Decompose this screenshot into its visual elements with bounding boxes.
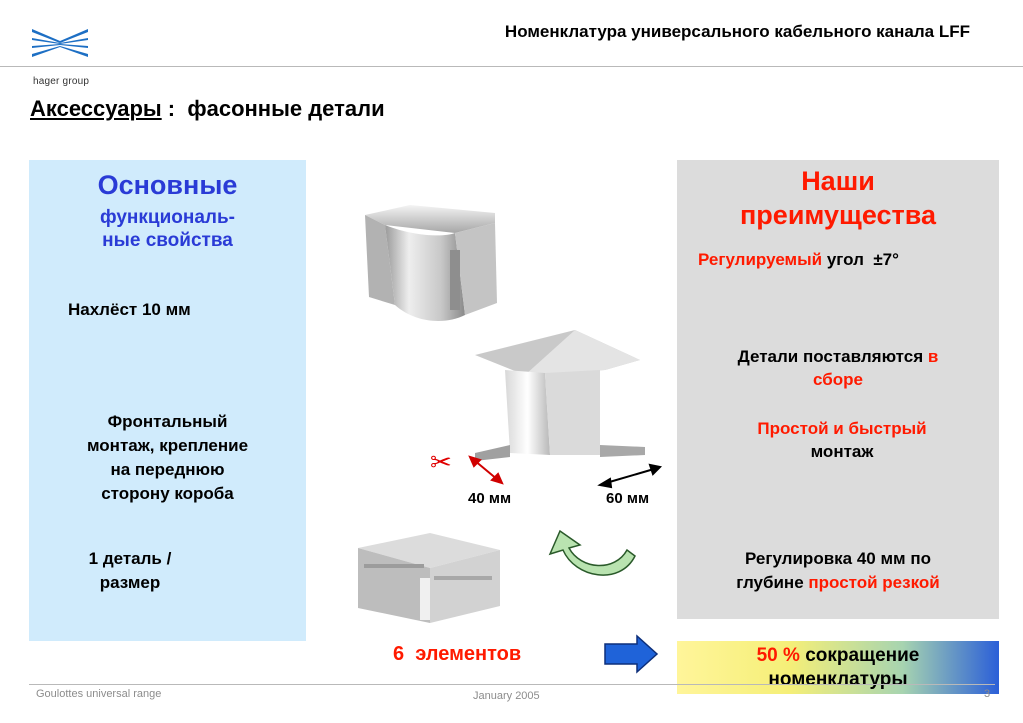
- elements-count-label: 6 элементов: [393, 643, 521, 666]
- header-divider: [0, 66, 1023, 67]
- feature-overlap: Нахлёст 10 мм: [68, 300, 191, 319]
- advantage-assembled: Детали поставляются в сборе: [677, 345, 999, 391]
- advantage-depth-adjust-red: простой резкой: [808, 573, 940, 592]
- features-heading-line1: Основные: [97, 170, 238, 200]
- advantage-assembled-text: Детали поставляются: [737, 347, 928, 366]
- advantage-assembled-red1: в: [927, 347, 939, 366]
- advantage-depth-adjust-line1: Регулировка 40 мм по: [745, 549, 931, 568]
- advantage-assembled-red2: сборе: [813, 370, 863, 389]
- tee-illustration: [358, 533, 500, 623]
- footer-page-number: 3: [984, 688, 991, 700]
- advantages-heading: Наши преимущества: [677, 164, 999, 232]
- footer-divider: [29, 684, 995, 685]
- feature-front-mount-line3: на переднюю: [110, 460, 225, 479]
- advantage-depth-adjust-text: глубине: [736, 573, 809, 592]
- feature-front-mount: Фронтальный монтаж, крепление на передню…: [29, 410, 306, 506]
- advantage-quick-install: Простой и быстрый монтаж: [677, 417, 1007, 463]
- outer-corner-illustration: [365, 205, 497, 321]
- feature-one-part-line2: размер: [99, 573, 161, 592]
- inner-corner-illustration: [475, 330, 645, 461]
- result-line2: номенклатуры: [768, 669, 908, 690]
- feature-one-part: 1 деталь / размер: [45, 547, 215, 595]
- features-heading-line2: функциональ-: [99, 207, 235, 228]
- dimension-arrows: [468, 455, 663, 489]
- scissors-icon: ✂: [430, 447, 452, 477]
- advantage-quick-install-text: монтаж: [810, 442, 874, 461]
- section-title-separator: :: [161, 96, 182, 121]
- dimension-60: 60 мм: [606, 490, 650, 507]
- logo-text: hager group: [33, 76, 90, 87]
- feature-front-mount-line2: монтаж, крепление: [86, 436, 249, 455]
- arrow-right-icon: [604, 634, 659, 674]
- dimension-40: 40 мм: [468, 490, 512, 507]
- section-title-rest: фасонные детали: [181, 96, 385, 121]
- advantage-quick-install-red: Простой и быстрый: [757, 419, 927, 438]
- features-panel: [29, 160, 306, 641]
- hager-logo-icon: [30, 26, 90, 65]
- elements-count: 6: [393, 643, 405, 665]
- features-heading-line3: ные свойства: [102, 230, 233, 251]
- advantage-depth-adjust: Регулировка 40 мм по глубине простой рез…: [677, 547, 999, 595]
- result-line1: сокращение: [799, 645, 920, 666]
- footer-left-text: Goulottes universal range: [36, 688, 162, 700]
- advantages-heading-line1: Наши: [801, 166, 875, 196]
- section-title-main: Аксессуары: [30, 96, 162, 121]
- section-title: Аксессуары : фасонные детали: [30, 96, 385, 122]
- advantage-adjustable-angle-red: Регулируемый: [698, 250, 823, 269]
- advantages-heading-line2: преимущества: [740, 200, 936, 230]
- elements-label: элементов: [415, 643, 522, 665]
- footer-date: January 2005: [473, 690, 540, 702]
- features-heading-sub: функциональ- ные свойства: [29, 206, 306, 252]
- feature-front-mount-line1: Фронтальный: [107, 412, 228, 431]
- curved-arrow-icon: [548, 529, 636, 576]
- page-header-title: Номенклатура универсального кабельного к…: [504, 22, 970, 41]
- result-box: [677, 641, 999, 694]
- result-percent: 50 %: [756, 645, 800, 666]
- feature-front-mount-line4: сторону короба: [101, 484, 234, 503]
- advantage-adjustable-angle: Регулируемый угол ±7°: [698, 250, 899, 270]
- advantages-panel: [677, 160, 999, 619]
- feature-one-part-line1: 1 деталь /: [88, 549, 172, 568]
- advantage-adjustable-angle-rest: угол ±7°: [822, 250, 899, 269]
